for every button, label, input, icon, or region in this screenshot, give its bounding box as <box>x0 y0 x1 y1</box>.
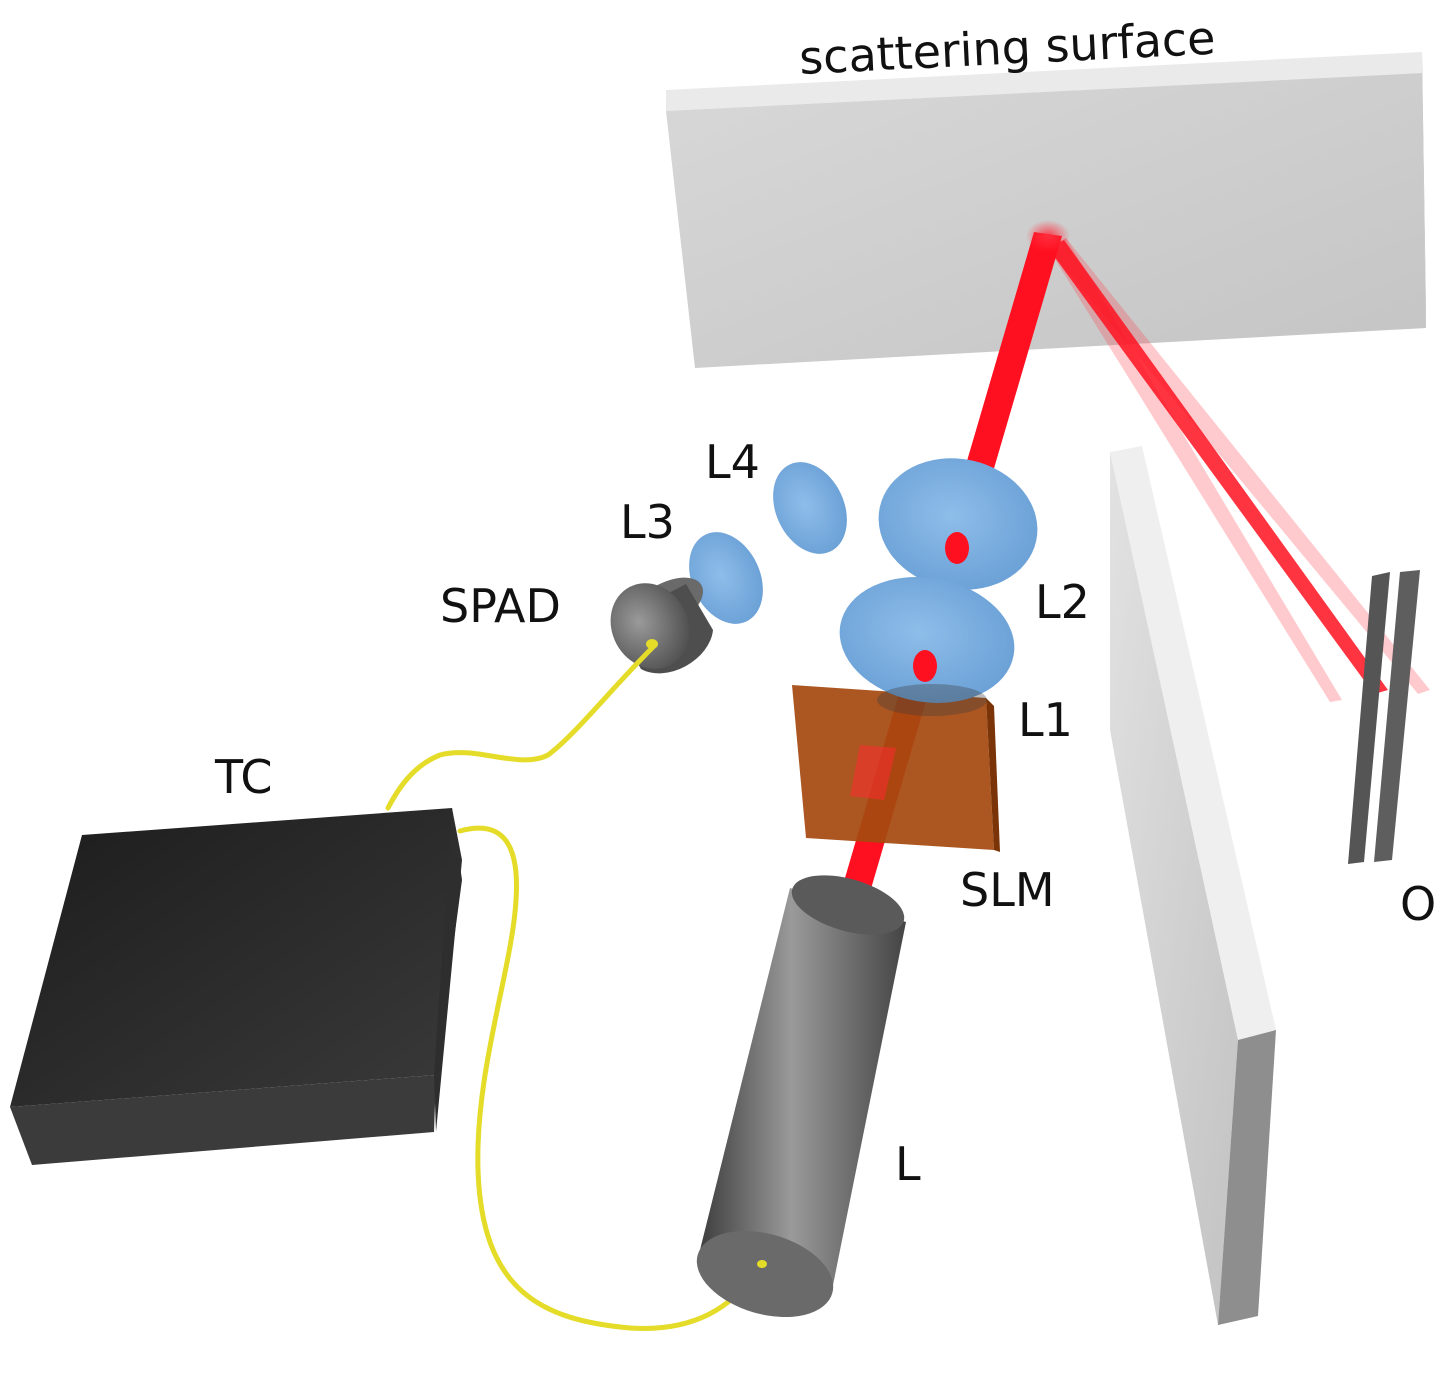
lens-l1 <box>839 577 1015 716</box>
label-o: O <box>1400 877 1436 931</box>
slm <box>792 685 1000 852</box>
label-l2: L2 <box>1035 575 1090 629</box>
hidden-object <box>1348 570 1420 864</box>
fiber-cable <box>385 642 763 1331</box>
label-l3: L3 <box>620 495 675 549</box>
label-slm: SLM <box>960 863 1055 917</box>
label-spad: SPAD <box>440 579 561 633</box>
scattering-surface <box>666 52 1426 368</box>
tc-box <box>10 808 462 1165</box>
label-l: L <box>895 1137 921 1191</box>
scattered-beams <box>1048 238 1430 702</box>
laser-source <box>696 875 906 1318</box>
label-l1: L1 <box>1018 693 1073 747</box>
lens-l4 <box>773 462 847 554</box>
label-l4: L4 <box>705 435 760 489</box>
spad-detector <box>610 577 713 674</box>
occluder-panel <box>1110 446 1276 1325</box>
lens-l2 <box>878 458 1038 590</box>
lens-l3 <box>689 532 763 624</box>
label-tc: TC <box>214 750 273 804</box>
